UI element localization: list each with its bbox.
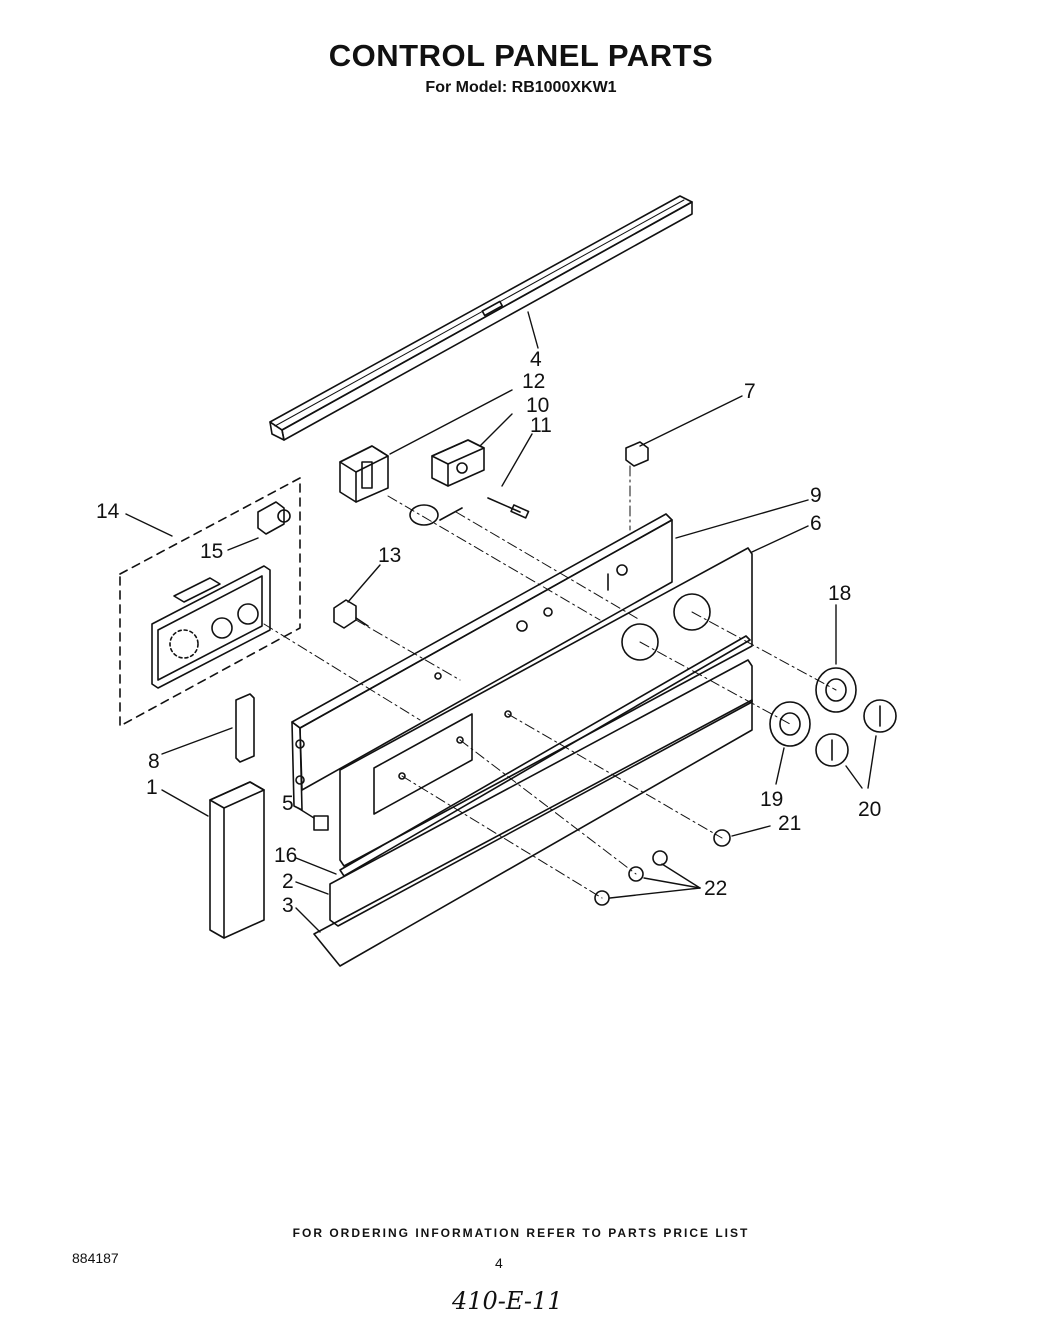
part-20-knobs [815,699,897,767]
model-subtitle: For Model: RB1000XKW1 [425,79,617,96]
callout-18: 18 [828,582,851,605]
part-5-clip [313,815,329,831]
part-14-timer-assembly-box [119,477,301,727]
part-16-trim [339,635,751,877]
callout-labels: 4 12 10 11 7 9 6 14 15 13 18 8 1 5 16 2 … [96,348,881,917]
callout-13: 13 [378,544,401,567]
callout-22: 22 [704,877,727,900]
callout-15: 15 [200,540,223,563]
callout-8: 8 [148,750,160,773]
callout-19: 19 [760,788,783,811]
callout-7: 7 [744,380,756,403]
part-10-switch [431,439,485,487]
part-11-wire-lead [487,497,530,519]
callout-12: 12 [522,370,545,393]
part-19-bezel [769,701,811,747]
part-12-bracket [339,445,389,503]
part-8-bracket [235,693,255,763]
part-3-lower-trim [313,699,753,967]
callout-5: 5 [282,792,294,815]
assembly-lines [263,465,837,899]
part-21-plug [713,829,731,847]
callout-10: 10 [526,394,549,417]
part-18-bezel [815,667,857,713]
callout-16: 16 [274,844,297,867]
callout-21: 21 [778,812,801,835]
callout-1: 1 [146,776,158,799]
part-1-block [209,781,265,939]
callout-9: 9 [810,484,822,507]
callout-3: 3 [282,894,294,917]
callout-4: 4 [530,348,542,371]
timer-module [151,565,271,689]
callout-6: 6 [810,512,822,535]
page-title: CONTROL PANEL PARTS [328,38,714,73]
part-6-front-panel [339,547,753,867]
part-ring [409,504,439,526]
page-number: 4 [495,1255,503,1271]
top-trim-strip [269,195,693,441]
ordering-note: FOR ORDERING INFORMATION REFER TO PARTS … [292,1226,750,1240]
callout-11: 11 [530,414,552,437]
part-15-knob [257,501,291,535]
callout-20: 20 [858,798,881,821]
callout-14: 14 [96,500,120,523]
handwritten-note: 410-E-11 [452,1287,563,1315]
document-number: 884187 [72,1250,119,1266]
part-22-plugs [594,850,668,906]
part-7-clip [625,441,649,467]
callout-2: 2 [282,870,294,893]
leader-lines [125,311,877,933]
